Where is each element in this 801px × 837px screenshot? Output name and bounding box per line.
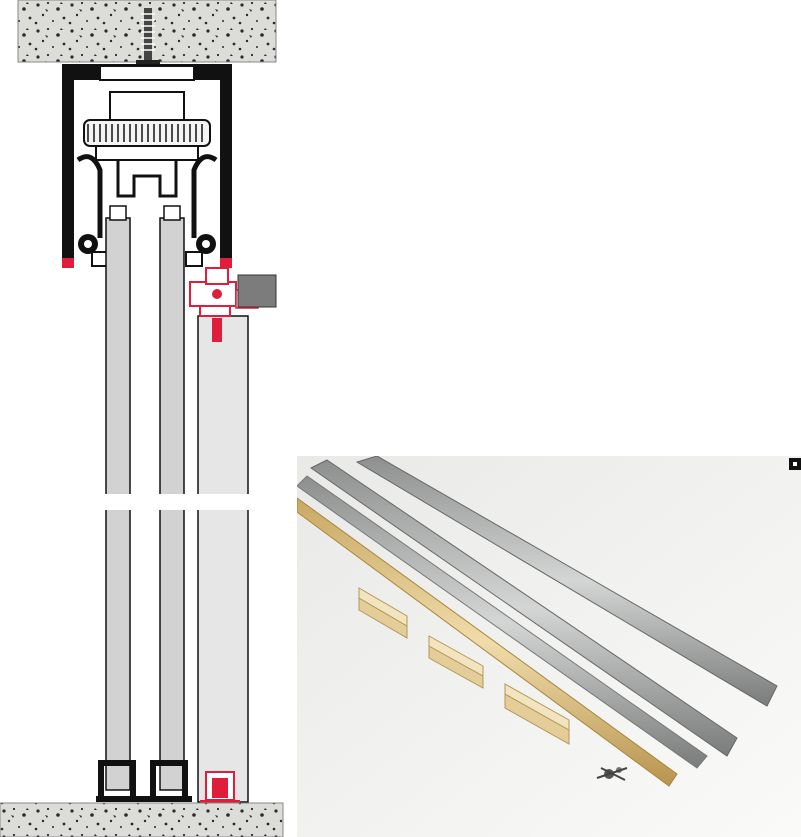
silver-rails [297, 456, 778, 769]
corner-marker-icon [789, 458, 801, 470]
roller-wheel-icon [83, 91, 211, 198]
screws-cluster [596, 767, 628, 781]
floor-slab [0, 802, 284, 837]
side-rollers [76, 154, 218, 267]
bottom-guide-profile [96, 760, 240, 804]
track-profile [62, 64, 232, 268]
door-panels [96, 205, 256, 803]
product-photo [297, 456, 801, 837]
wall-block [237, 274, 277, 308]
gold-rail [297, 497, 678, 787]
guide-blocks [358, 587, 570, 745]
